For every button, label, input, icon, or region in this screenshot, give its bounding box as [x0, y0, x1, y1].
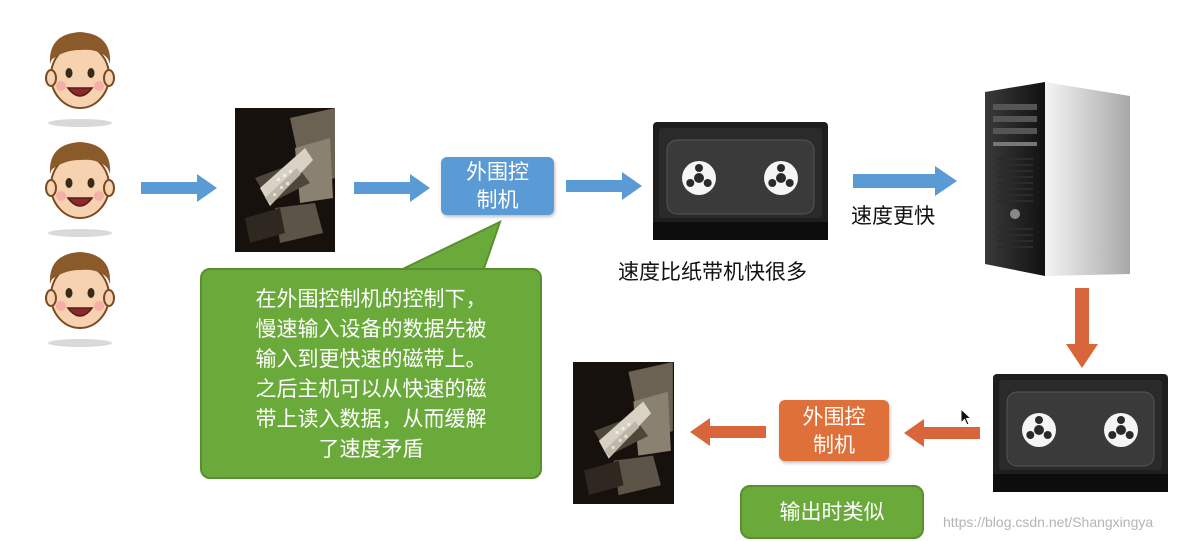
peripheral-controller-box: 外围控 制机	[779, 400, 889, 461]
face-shadow	[48, 229, 112, 237]
callout-pointer	[380, 220, 502, 280]
face-shadow	[48, 119, 112, 127]
tape-speed-caption: 速度比纸带机快很多	[618, 260, 807, 284]
user-face-2	[40, 136, 120, 230]
magnetic-tape-drive-image	[653, 122, 828, 240]
arrow-right-icon	[853, 166, 957, 196]
mouse-cursor-icon	[960, 408, 972, 426]
tape-reel-icon	[653, 122, 828, 240]
host-computer-image	[985, 78, 1130, 278]
user-face-3	[40, 246, 120, 340]
face-shadow	[48, 339, 112, 347]
explanation-callout: 在外围控制机的控制下， 慢速输入设备的数据先被 输入到更快速的磁带上。 之后主机…	[200, 268, 542, 479]
arrow-left-icon	[690, 418, 766, 446]
smiley-face-icon	[45, 252, 115, 329]
output-similar-note: 输出时类似	[740, 485, 924, 539]
tape-reel-icon	[993, 374, 1168, 492]
peripheral-controller-box: 外围控 制机	[441, 157, 554, 215]
arrow-right-icon	[354, 174, 430, 202]
user-face-1	[40, 26, 120, 120]
faster-speed-label: 速度更快	[851, 204, 935, 228]
arrow-left-icon	[904, 419, 980, 447]
arrow-right-icon	[141, 174, 217, 202]
paper-tape-reader-image	[235, 108, 335, 252]
paper-tape-output-image	[573, 362, 674, 504]
smiley-face-icon	[45, 32, 115, 109]
computer-tower-icon	[985, 82, 1130, 276]
smiley-face-icon	[45, 142, 115, 219]
arrow-right-icon	[566, 172, 642, 200]
watermark-text: https://blog.csdn.net/Shangxingya	[943, 514, 1154, 530]
arrow-down-icon	[1066, 288, 1098, 368]
magnetic-tape-drive-image	[993, 374, 1168, 492]
